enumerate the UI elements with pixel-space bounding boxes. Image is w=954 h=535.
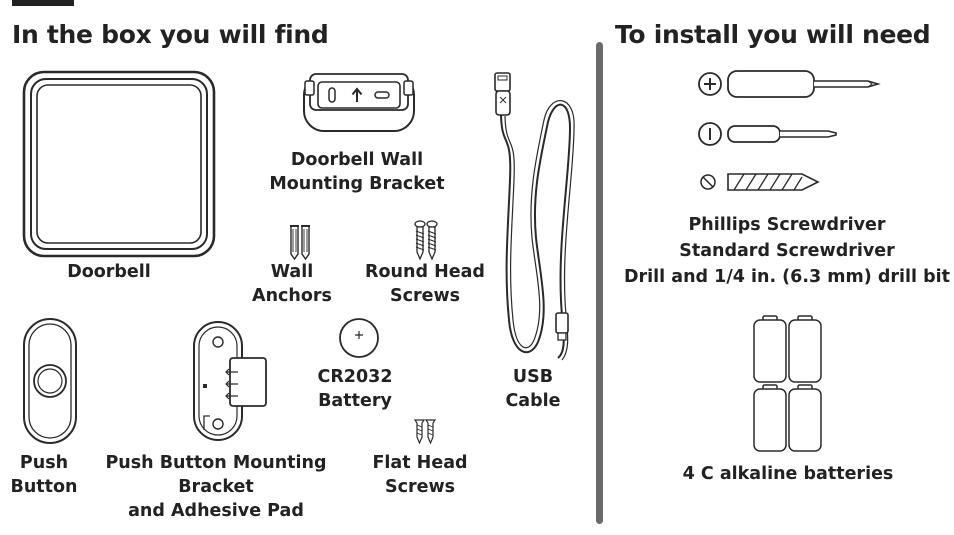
drill-bit-icon	[700, 173, 820, 191]
round-head-screws-label-line1: Round Head	[365, 262, 485, 282]
flat-head-screws-label-line1: Flat Head	[372, 453, 468, 473]
push-bracket-label: Push Button Mounting Bracket and Adhesiv…	[96, 451, 336, 523]
section-heading-in-box: In the box you will find	[12, 20, 329, 49]
usb-cable-label-line2: Cable	[505, 391, 561, 411]
round-head-screws-icon	[414, 220, 438, 261]
tool-standard-label: Standard Screwdriver	[679, 241, 895, 261]
cr2032-label-line1: CR2032	[317, 367, 393, 387]
standard-screwdriver-icon	[698, 122, 837, 146]
flat-head-screws-label: Flat Head Screws	[355, 451, 485, 499]
wall-anchors-label: Wall Anchors	[242, 260, 342, 308]
tool-drill-label: Drill and 1/4 in. (6.3 mm) drill bit	[624, 267, 950, 287]
round-head-screws-label-line2: Screws	[389, 286, 461, 306]
wall-anchors-label-line2: Anchors	[252, 286, 332, 306]
usb-cable-label-line1: USB	[512, 367, 554, 387]
round-head-screws-label: Round Head Screws	[355, 260, 495, 308]
push-button-label-line1: Push	[19, 453, 69, 473]
usb-cable-label: USB Cable	[488, 365, 578, 413]
coin-battery-icon	[339, 318, 379, 358]
section-heading-install: To install you will need	[615, 20, 931, 49]
doorbell-label: Doorbell	[44, 260, 174, 284]
tool-phillips-label: Phillips Screwdriver	[688, 215, 886, 235]
wall-anchors-label-line1: Wall	[270, 262, 314, 282]
doorbell-label-line: Doorbell	[67, 262, 151, 282]
wall-anchors-icon	[290, 225, 310, 261]
c-batteries-icon	[753, 315, 822, 452]
flat-head-screws-icon	[413, 419, 437, 445]
cr2032-label: CR2032 Battery	[300, 365, 410, 413]
push-button-icon	[23, 318, 77, 444]
batteries-label: 4 C alkaline batteries	[682, 464, 894, 484]
push-button-bracket-icon	[193, 321, 267, 441]
cropped-heading-remnant	[12, 0, 74, 6]
wall-bracket-icon	[303, 73, 415, 132]
doorbell-icon	[22, 70, 216, 258]
wall-bracket-label: Doorbell Wall Mounting Bracket	[250, 148, 464, 196]
push-button-label-line2: Button	[10, 477, 78, 497]
push-button-label: Push Button	[0, 451, 88, 499]
tools-label: Phillips Screwdriver Standard Screwdrive…	[610, 212, 954, 290]
cr2032-label-line2: Battery	[318, 391, 392, 411]
flat-head-screws-label-line2: Screws	[384, 477, 456, 497]
wall-bracket-label-line1: Doorbell Wall	[290, 150, 424, 170]
section-divider	[596, 42, 603, 524]
usb-cable-icon	[494, 72, 575, 361]
phillips-screwdriver-icon	[698, 70, 881, 98]
push-bracket-label-line3: and Adhesive Pad	[128, 501, 304, 521]
push-bracket-label-line1: Push Button Mounting	[105, 453, 327, 473]
push-bracket-label-line2: Bracket	[178, 477, 254, 497]
wall-bracket-label-line2: Mounting Bracket	[269, 174, 445, 194]
